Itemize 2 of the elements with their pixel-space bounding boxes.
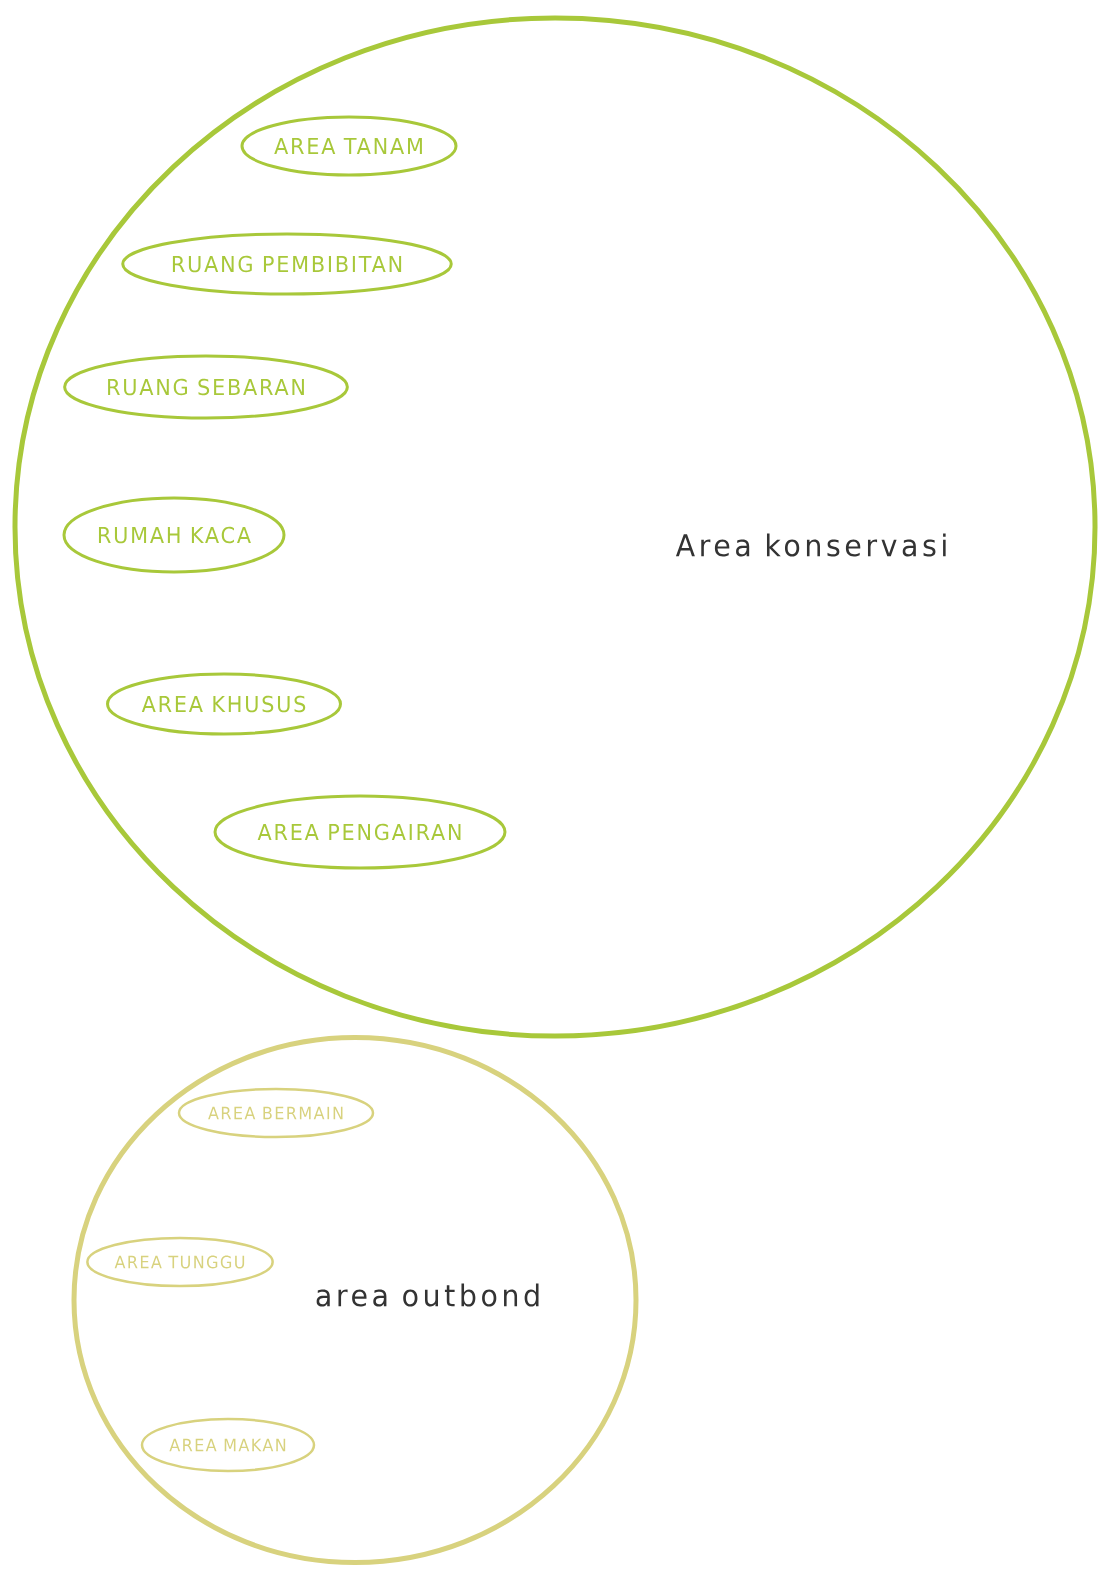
zone-label: Area konservasi bbox=[675, 533, 946, 557]
zone-label: area outbond bbox=[316, 1283, 539, 1307]
